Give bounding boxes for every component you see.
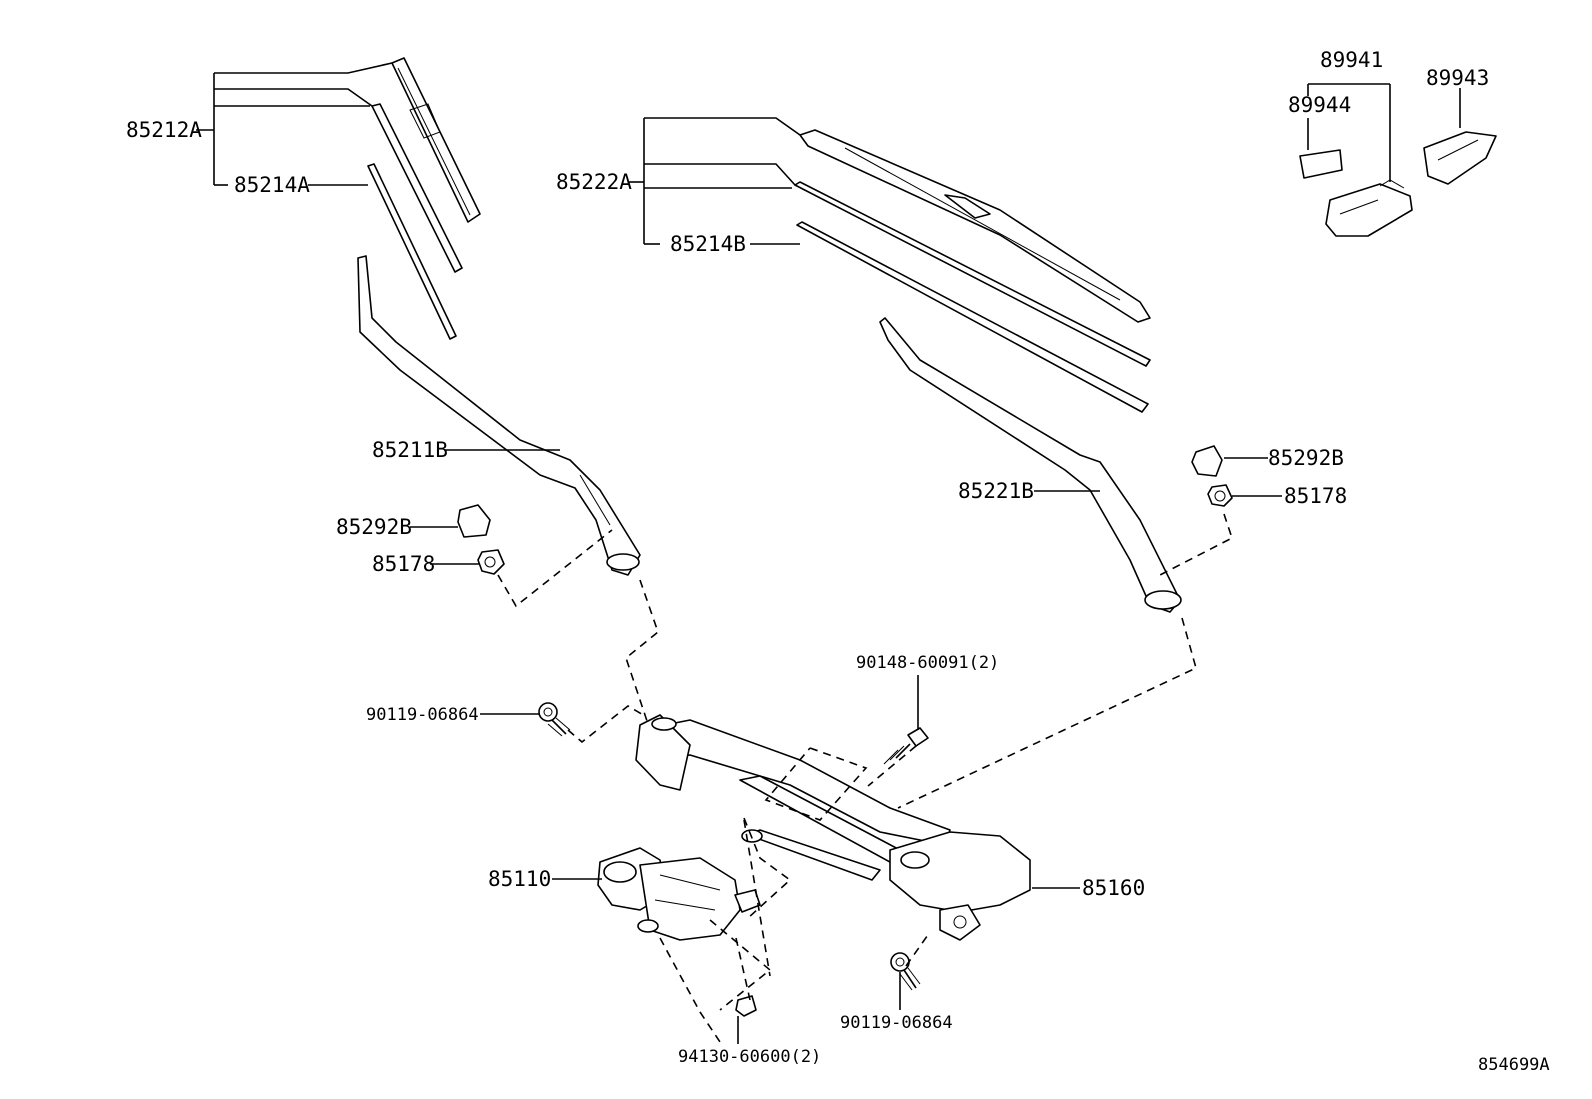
label-89943: 89943 (1426, 66, 1489, 90)
dashed-connectors (497, 513, 1233, 1043)
left-wiper-arm (357, 255, 641, 576)
right-blade-refill (796, 221, 1149, 413)
label-89944: 89944 (1288, 93, 1351, 117)
diagram-id: 854699A (1478, 1055, 1550, 1075)
right-arm-nut (1207, 484, 1233, 507)
leaders (410, 449, 1282, 1044)
right-blade-inner-refill (794, 181, 1151, 367)
label-90119-06864-bottom: 90119-06864 (840, 1013, 953, 1033)
pivot-housing (889, 831, 1031, 941)
right-wiper-blade (799, 129, 1151, 323)
label-85214B: 85214B (670, 232, 746, 256)
right-wiper-arm (879, 317, 1182, 613)
label-85212A: 85212A (126, 118, 202, 142)
bolt-90148 (883, 727, 929, 765)
label-85178-right: 85178 (1284, 484, 1347, 508)
left-blade-refill (367, 163, 457, 340)
label-90119-06864-top: 90119-06864 (366, 705, 479, 725)
leader-85222A (628, 117, 801, 245)
bolt-90119-top (538, 702, 571, 737)
left-wiper-blade (371, 57, 481, 273)
left-arm-nut (477, 549, 505, 575)
label-85160: 85160 (1082, 876, 1145, 900)
part-89941-clip (1325, 179, 1413, 237)
label-89941: 89941 (1320, 48, 1383, 72)
label-90148-60091: 90148-60091(2) (856, 653, 999, 673)
label-85292B-left: 85292B (336, 515, 412, 539)
right-arm-cap (1191, 445, 1223, 477)
left-arm-cap (457, 504, 491, 538)
label-85292B-right: 85292B (1268, 446, 1344, 470)
label-85214A: 85214A (234, 173, 310, 197)
part-89944-pad (1299, 149, 1343, 179)
leader-85212A (196, 62, 393, 186)
label-85222A: 85222A (556, 170, 632, 194)
leader-8994x (1307, 83, 1461, 182)
bolt-90119-bottom (890, 952, 921, 991)
wiper-motor (597, 847, 761, 941)
label-94130-60600: 94130-60600(2) (678, 1047, 821, 1067)
nut-94130 (735, 995, 757, 1017)
part-89943-clip (1423, 131, 1497, 185)
label-85211B: 85211B (372, 438, 448, 462)
label-85110: 85110 (488, 867, 551, 891)
label-85221B: 85221B (958, 479, 1034, 503)
label-85178-left: 85178 (372, 552, 435, 576)
